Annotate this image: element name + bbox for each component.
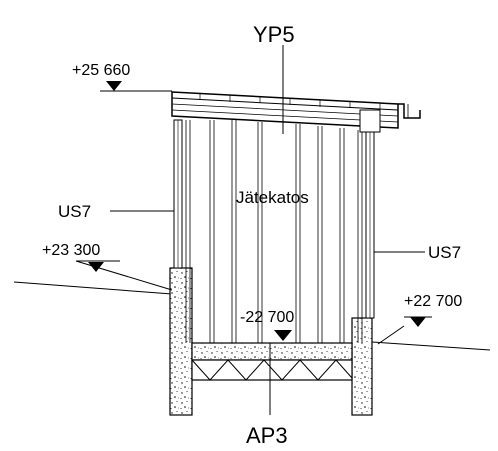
level-roof-top: +25 660 — [72, 62, 130, 79]
insulation-hatch — [191, 359, 353, 381]
level-ground-left: +23 300 — [42, 242, 100, 259]
ground-line-right — [371, 341, 491, 351]
foundation-left — [169, 267, 193, 416]
floor-slab — [191, 342, 353, 361]
cladding-boards — [185, 120, 363, 343]
label-room-name: Jätekatos — [236, 188, 309, 207]
ground-line-left — [13, 281, 173, 295]
level-ground-right: +22 700 — [404, 293, 462, 310]
level-floor: -22 700 — [240, 309, 294, 326]
label-top-code: YP5 — [253, 22, 295, 47]
level-marker-roof — [106, 81, 122, 91]
level-marker-ground-left — [88, 262, 104, 272]
label-wall-right: US7 — [428, 243, 461, 262]
roof-structure — [171, 91, 421, 133]
label-wall-left: US7 — [58, 202, 91, 221]
insulation-layer — [191, 359, 353, 381]
label-bottom-code: AP3 — [246, 423, 288, 448]
gutter — [398, 103, 421, 119]
level-marker-ground-right — [410, 317, 426, 327]
level-marker-floor — [274, 330, 292, 341]
